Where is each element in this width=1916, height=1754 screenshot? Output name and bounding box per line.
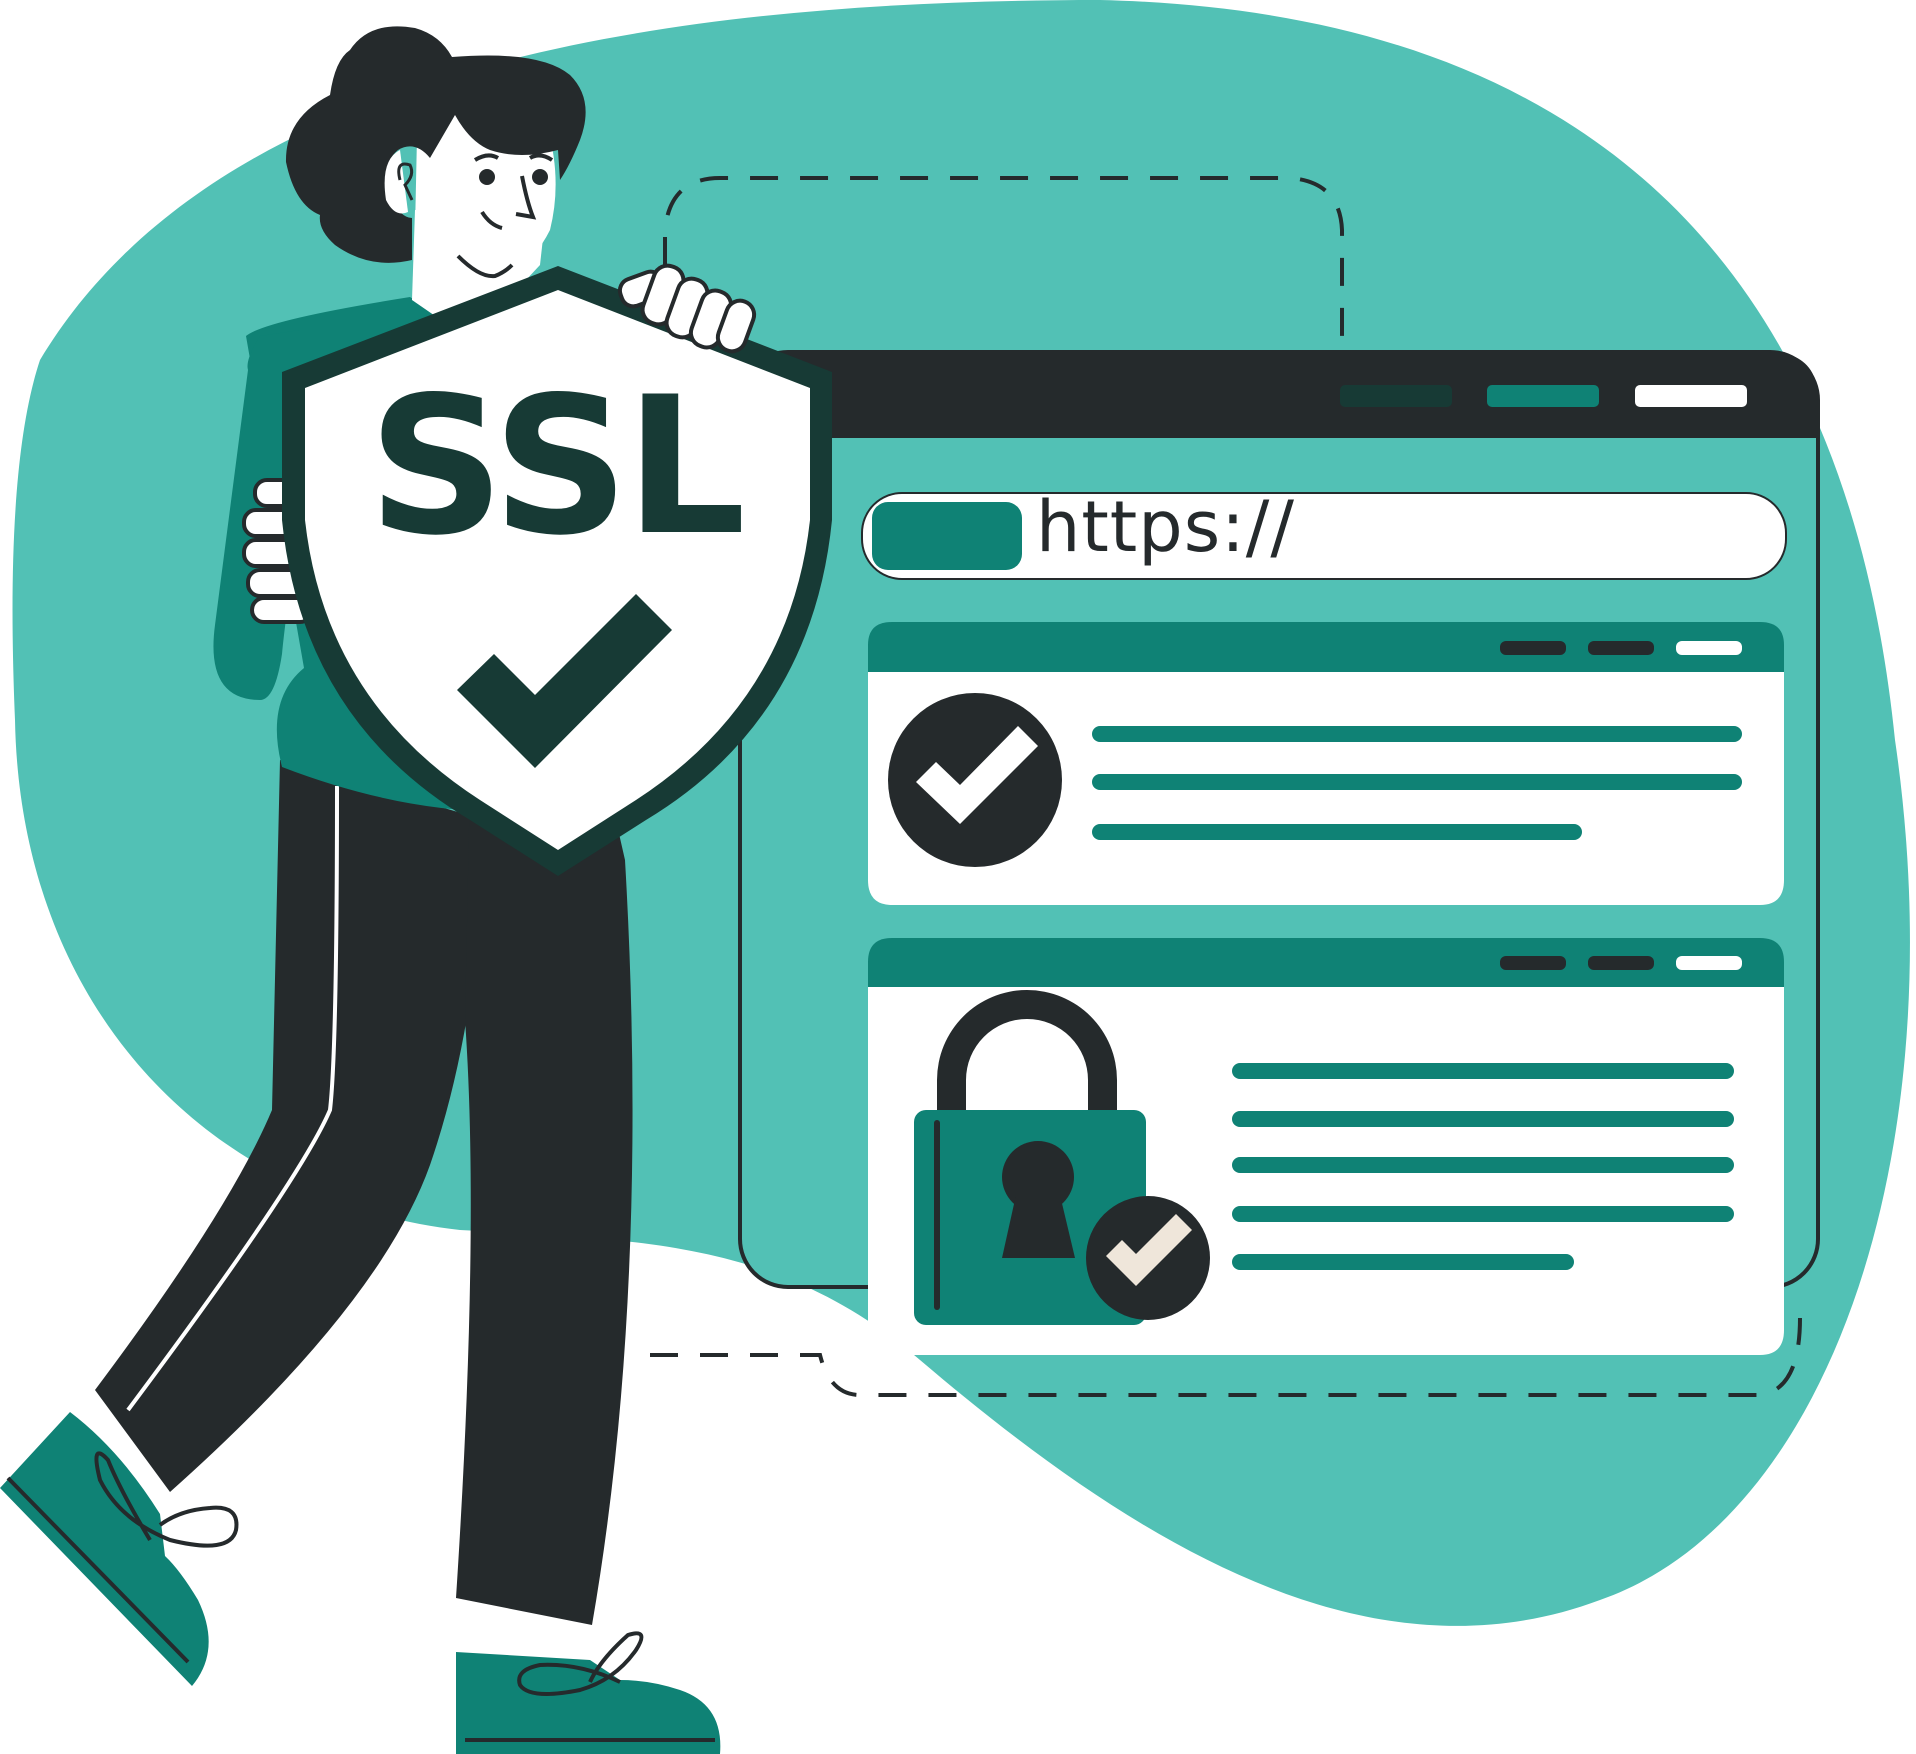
window-control-dark[interactable] — [1340, 385, 1452, 407]
info-card-locked — [868, 938, 1784, 1355]
check-circle-icon — [888, 693, 1062, 867]
trouser-back-leg — [95, 760, 485, 1492]
address-bar-button[interactable] — [872, 502, 1022, 570]
shield-checkmark — [457, 594, 672, 768]
padlock-icon — [914, 990, 1210, 1325]
trouser-front-leg — [456, 750, 633, 1625]
hand-right — [617, 263, 757, 354]
shoe-back — [0, 1412, 209, 1686]
window-control-white[interactable] — [1635, 385, 1747, 407]
hair — [285, 26, 586, 263]
shoe-front — [456, 1652, 721, 1754]
keyhole-icon — [1002, 1141, 1075, 1258]
address-bar[interactable] — [861, 492, 1787, 580]
dashed-connector-top — [663, 176, 1344, 340]
info-card-verified — [868, 622, 1784, 905]
window-control-teal[interactable] — [1487, 385, 1599, 407]
ssl-badge-label: SSL — [367, 356, 746, 577]
padlock-check-icon — [1086, 1196, 1210, 1320]
shield-check-icon — [282, 266, 832, 876]
shield-inner — [305, 290, 810, 850]
address-bar-url-prefix: https:// — [1036, 486, 1295, 568]
browser-title-bar — [740, 352, 1818, 438]
